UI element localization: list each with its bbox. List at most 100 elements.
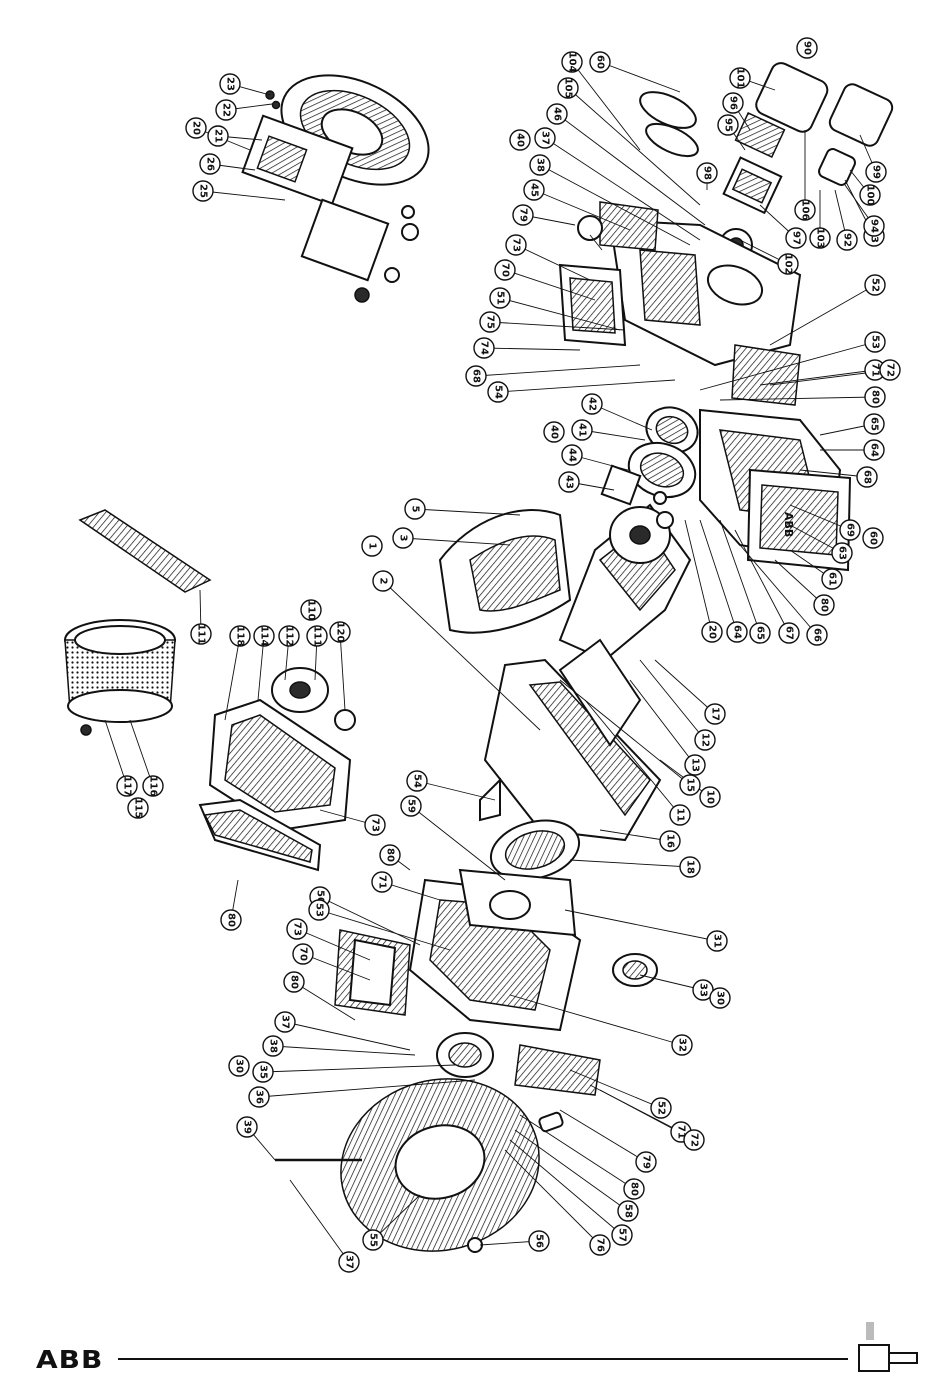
callout-2: 2 [372, 570, 394, 592]
callout-label: 95 [723, 118, 734, 132]
callout-110: 110 [300, 599, 322, 621]
callout-label: 79 [641, 1155, 652, 1169]
leader-line-52b [569, 1069, 662, 1109]
callout-label: 120 [335, 622, 346, 643]
callout-71b: 71 [371, 871, 393, 893]
callout-80a: 80 [864, 386, 886, 408]
leader-line-58 [514, 1129, 629, 1212]
callout-label: 32 [677, 1038, 688, 1052]
callout-52b: 52 [650, 1097, 672, 1119]
leader-line-51 [499, 297, 621, 331]
callout-label: 114 [259, 626, 270, 647]
leader-line-59 [410, 805, 506, 881]
callout-16: 16 [659, 830, 681, 852]
leader-lines [104, 61, 891, 1263]
callout-label: 37 [540, 131, 551, 145]
callout-59: 59 [400, 795, 422, 817]
callout-60b: 60 [862, 527, 884, 549]
callout-63: 63 [831, 542, 853, 564]
callout-label: 65 [755, 626, 766, 640]
callout-label: 35 [258, 1065, 269, 1079]
leader-line-37a [544, 137, 701, 241]
leader-line-80e [293, 981, 356, 1021]
callout-label: 38 [268, 1039, 279, 1053]
callout-label: 92 [842, 233, 853, 247]
leader-line-5 [414, 508, 521, 516]
callout-label: 112 [284, 626, 295, 647]
leader-line-73c [296, 928, 371, 961]
callout-54b: 54 [406, 770, 428, 792]
callout-40a: 40 [509, 129, 531, 151]
leader-line-80b [774, 559, 825, 606]
leader-line-105 [567, 87, 701, 206]
callout-label: 80 [385, 848, 396, 862]
callout-label: 37 [280, 1015, 291, 1029]
leader-line-114 [257, 635, 265, 701]
leader-line-36 [258, 1079, 476, 1098]
leader-line-50 [319, 896, 421, 946]
callout-57: 57 [611, 1224, 633, 1246]
leader-line-55 [372, 1194, 421, 1241]
callout-label: 52 [870, 278, 881, 292]
callout-41: 41 [571, 419, 593, 441]
callout-73a: 73 [505, 234, 527, 256]
callout-26: 26 [199, 153, 221, 175]
callout-111b: 111 [306, 625, 328, 647]
callout-38a: 38 [529, 154, 551, 176]
callout-53a: 53 [864, 331, 886, 353]
callout-102: 102 [777, 253, 799, 275]
callout-5: 5 [404, 498, 426, 520]
callout-31: 31 [706, 930, 728, 952]
callout-65b: 65 [749, 622, 771, 644]
terminal-box-assembly [241, 74, 430, 303]
callout-label: 60 [868, 531, 879, 545]
callout-label: 118 [235, 626, 246, 647]
callout-label: 80 [226, 913, 237, 927]
leader-line-76 [504, 1149, 601, 1246]
leader-line-3 [402, 537, 511, 546]
callout-103: 103 [809, 227, 831, 249]
callout-30b: 30 [228, 1055, 250, 1077]
leader-line-32 [509, 994, 683, 1046]
callout-112: 112 [278, 625, 300, 647]
callout-label: 99 [871, 165, 882, 179]
callout-label: 52 [656, 1101, 667, 1115]
callout-99: 99 [865, 161, 887, 183]
callout-label: 80 [629, 1182, 640, 1196]
callout-label: 1 [367, 543, 378, 550]
callout-55: 55 [362, 1229, 384, 1251]
callout-51: 51 [489, 287, 511, 309]
callout-label: 56 [534, 1234, 545, 1248]
leader-line-69 [789, 504, 851, 531]
callout-45: 45 [523, 179, 545, 201]
callout-96: 96 [722, 92, 744, 114]
lower-blower-housing [334, 868, 658, 1096]
callout-label: 97 [791, 231, 802, 245]
callout-79b: 79 [635, 1151, 657, 1173]
callout-15: 15 [679, 774, 701, 796]
callout-20b: 20 [701, 621, 723, 643]
leader-line-54b [416, 780, 496, 801]
page-corner-tab [888, 1352, 918, 1364]
callout-label: 41 [577, 423, 588, 437]
callout-label: 13 [690, 758, 701, 772]
callout-label: 15 [685, 778, 696, 792]
leader-line-80a [719, 396, 876, 401]
callout-70a: 70 [494, 259, 516, 281]
callout-75: 75 [479, 311, 501, 333]
callout-58: 58 [617, 1200, 639, 1222]
callout-label: 2 [378, 578, 389, 585]
leader-line-42 [591, 403, 653, 431]
leader-line-80f [519, 1114, 635, 1190]
callout-80c: 80 [220, 909, 242, 931]
callout-90: 90 [796, 37, 818, 59]
leader-line-71a [759, 369, 876, 386]
callout-label: 105 [563, 78, 574, 99]
callout-95: 95 [717, 114, 739, 136]
callout-label: 45 [529, 183, 540, 197]
callout-label: 50 [315, 890, 326, 904]
callout-68a: 68 [465, 365, 487, 387]
callout-label: 94 [869, 219, 880, 233]
callout-label: 30 [234, 1059, 245, 1073]
